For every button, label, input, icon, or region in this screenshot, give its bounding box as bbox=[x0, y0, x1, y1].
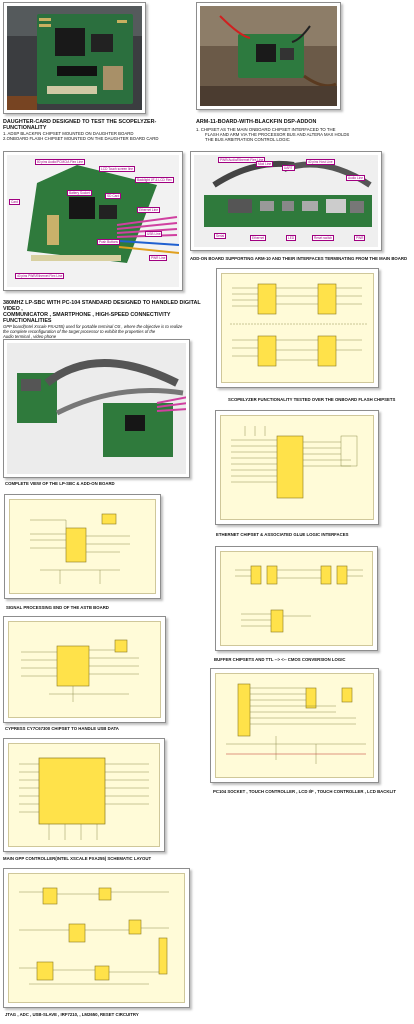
photo-label: Battery Socket bbox=[67, 190, 92, 196]
jtag-caption: JTAG , ADC , USB-SLAVE , IRF7210, , LM26… bbox=[5, 1012, 205, 1017]
signal-processing-title: SIGNAL PROCESSING END OF THE ASTB BOARD bbox=[6, 605, 109, 610]
lp-sbc-caption: 380MHZ LP-SBC WITH PC-104 STANDARD DESIG… bbox=[3, 300, 211, 339]
gpp-schematic-frame bbox=[3, 738, 165, 852]
gpp-schematic bbox=[8, 743, 160, 847]
photo-label: PWR bbox=[354, 235, 366, 241]
photo-label: Ethernet bbox=[250, 235, 267, 241]
complete-view-title: COMPLETE VIEW OF THE LP-SBC & ADD-ON BOA… bbox=[5, 481, 115, 486]
arm-board-caption: ARM-11-BOARD-WITH-BLACKFIN DSP-ADDON 1. … bbox=[196, 119, 411, 142]
ethernet-schematic-frame bbox=[215, 410, 379, 525]
daughter-card-line-2: 2.ONBOARD FLASH CHIPSET MOUNTED ON THE D… bbox=[3, 136, 159, 141]
buffer-caption: BUFFER CHIPSETS AND TTL --> <-- CMOS CON… bbox=[214, 657, 412, 662]
daughter-card-photo bbox=[7, 6, 142, 110]
daughter-card-title: DAUGHTER-CARD DESIGNED TO TEST THE SCOPE… bbox=[3, 119, 157, 131]
arm-board-title: ARM-11-BOARD-WITH-BLACKFIN DSP-ADDON bbox=[196, 119, 317, 125]
lp-sbc-line-1: GPP board(Intel Xscale PXA255) used for … bbox=[3, 324, 183, 329]
cypress-schematic bbox=[8, 621, 161, 718]
scopelyzer-title: SCOPELYZER FUNCTIONALITY TESTED OVER THE… bbox=[228, 397, 396, 402]
daughter-card-photo-frame bbox=[3, 2, 146, 114]
gpp-caption: MAIN GPP CONTROLLER(INTEL XSCALE PXA255)… bbox=[3, 856, 203, 861]
arm-board-photo bbox=[200, 6, 337, 106]
complete-view-photo-frame bbox=[3, 339, 190, 478]
complete-view-photo bbox=[7, 343, 186, 474]
photo-label: 40 pins Host Line bbox=[306, 159, 335, 165]
add-on-board-caption: ADD-ON BOARD SUPPORTING ARM-10 AND THEIR… bbox=[190, 256, 410, 261]
lp-sbc-board-photo-frame: 80 pins Audio/PCMCIA Flex Line LCD Touch… bbox=[3, 151, 183, 291]
complete-view-caption: COMPLETE VIEW OF THE LP-SBC & ADD-ON BOA… bbox=[5, 481, 195, 486]
photo-label: Audio Line bbox=[346, 175, 366, 181]
ethernet-caption: ETHERNET CHIPSET & ASSOCIATED GLUE LOGIC… bbox=[216, 532, 406, 537]
photo-label: PWR/Audio/Ethernet Flex Line bbox=[218, 157, 266, 163]
pc104-schematic bbox=[215, 673, 374, 778]
arm-board-line-3: THE BUS ARBITRATION CONTROL LOGIC bbox=[205, 137, 290, 142]
signal-processing-schematic-frame bbox=[4, 494, 161, 599]
photo-label: PWR Line bbox=[149, 255, 168, 261]
photo-label: Ethernet Line bbox=[137, 207, 160, 213]
photo-label: 40 pins PWR/Ethernet Flex Line bbox=[15, 273, 65, 279]
ethernet-schematic bbox=[220, 415, 374, 520]
photo-label: Serial bbox=[214, 233, 227, 239]
jtag-title: JTAG , ADC , USB-SLAVE , IRF7210, , LM26… bbox=[5, 1012, 139, 1017]
arm-board-line-1: 1. CHIPSET AS THE MAIN ONBOARD CHIPSET I… bbox=[196, 127, 336, 132]
pc104-caption: PC104 SOCKET , TOUCH CONTROLLER , LCD I/… bbox=[213, 789, 413, 794]
scopelyzer-caption: SCOPELYZER FUNCTIONALITY TESTED OVER THE… bbox=[228, 397, 412, 402]
lp-sbc-board-photo: 80 pins Audio/PCMCIA Flex Line LCD Touch… bbox=[7, 155, 179, 287]
photo-label: USB Line bbox=[145, 231, 163, 237]
buffer-schematic bbox=[220, 551, 373, 646]
ethernet-title: ETHERNET CHIPSET & ASSOCIATED GLUE LOGIC… bbox=[216, 532, 349, 537]
cypress-title: CYPRESS CY7C67300 CHIPSET TO HANDLE USB … bbox=[5, 726, 119, 731]
photo-label: SD Card bbox=[105, 193, 122, 199]
photo-label: Push Buttons bbox=[97, 239, 120, 245]
photo-label: Mod Line bbox=[256, 161, 274, 167]
pc104-title: PC104 SOCKET , TOUCH CONTROLLER , LCD I/… bbox=[213, 789, 396, 794]
arm-board-line-2: FLASH AND ARM VIA THE PROCESSOR BUS AND … bbox=[205, 132, 350, 137]
cypress-schematic-frame bbox=[3, 616, 166, 723]
photo-label: LED bbox=[286, 235, 297, 241]
jtag-schematic bbox=[8, 873, 185, 1003]
pc104-schematic-frame bbox=[210, 668, 379, 783]
add-on-board-title: ADD-ON BOARD SUPPORTING ARM-10 AND THEIR… bbox=[190, 256, 408, 261]
buffer-schematic-frame bbox=[215, 546, 378, 651]
add-on-board-photo: PWR/Audio/Ethernet Flex Line Mod Line UA… bbox=[194, 155, 378, 247]
lp-sbc-line-3: Audio terminal , video phone bbox=[3, 334, 57, 339]
arm-board-photo-frame bbox=[196, 2, 341, 110]
daughter-card-line-1: 1. ADSP BLACKFIN CHIPSET MOUNTED ON DAUG… bbox=[3, 131, 134, 136]
scopelyzer-schematic-frame bbox=[216, 268, 379, 388]
photo-label: UART bbox=[282, 165, 295, 171]
photo-label: Backlight I/F & LCD Flex bbox=[135, 177, 174, 183]
daughter-card-caption: DAUGHTER-CARD DESIGNED TO TEST THE SCOPE… bbox=[3, 119, 193, 141]
gpp-title: MAIN GPP CONTROLLER(INTEL XSCALE PXA255)… bbox=[3, 856, 152, 861]
signal-processing-schematic bbox=[9, 499, 156, 594]
scopelyzer-schematic bbox=[221, 273, 374, 383]
photo-label: Reset switch bbox=[312, 235, 335, 241]
cypress-caption: CYPRESS CY7C67300 CHIPSET TO HANDLE USB … bbox=[5, 726, 195, 731]
lp-sbc-title-2: COMMUNICATOR , SMARTPHONE , HIGH-SPEED C… bbox=[3, 312, 171, 324]
photo-label: Card bbox=[9, 199, 20, 205]
jtag-schematic-frame bbox=[3, 868, 190, 1008]
buffer-title: BUFFER CHIPSETS AND TTL --> <-- CMOS CON… bbox=[214, 657, 346, 662]
lp-sbc-title: 380MHZ LP-SBC WITH PC-104 STANDARD DESIG… bbox=[3, 300, 201, 312]
lp-sbc-line-2: the complete reconfiguration of the targ… bbox=[3, 329, 156, 334]
add-on-board-photo-frame: PWR/Audio/Ethernet Flex Line Mod Line UA… bbox=[190, 151, 382, 251]
signal-processing-caption: SIGNAL PROCESSING END OF THE ASTB BOARD bbox=[6, 605, 196, 610]
photo-label: 80 pins Audio/PCMCIA Flex Line bbox=[35, 159, 86, 165]
photo-label: LCD Touch screen line bbox=[99, 166, 136, 172]
